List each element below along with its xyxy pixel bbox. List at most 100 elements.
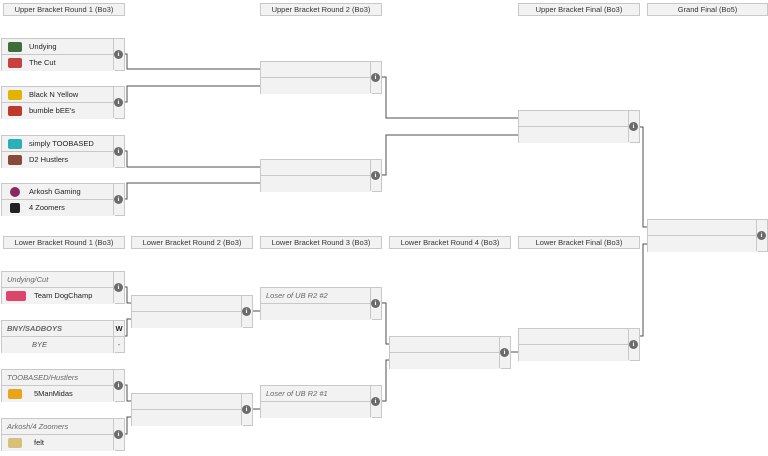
info-icon[interactable]: i [371, 73, 380, 82]
team-slot[interactable]: 4 Zoomers [2, 200, 115, 216]
match-ub-final[interactable]: i [518, 110, 640, 143]
info-icon[interactable]: i [114, 98, 123, 107]
team-slot[interactable] [519, 111, 630, 127]
team-slot[interactable]: Team DogChamp [2, 288, 115, 304]
team-slot[interactable] [390, 337, 501, 353]
team-slot[interactable]: Arkosh Gaming [2, 184, 115, 200]
match-ub-r2-1[interactable]: i [260, 61, 382, 94]
five-man-midas-logo-icon [8, 389, 22, 399]
match-lb-r1-1[interactable]: Undying/Cut Team DogChamp i [1, 271, 125, 304]
info-icon[interactable]: i [114, 50, 123, 59]
info-icon[interactable]: i [114, 195, 123, 204]
team-name: D2 Hustlers [29, 155, 69, 164]
header-ub-r2: Upper Bracket Round 2 (Bo3) [260, 3, 382, 16]
match-side: i [113, 87, 124, 118]
team-slot[interactable]: Arkosh/4 Zoomers [2, 419, 115, 435]
team-name: 5ManMidas [34, 389, 73, 398]
match-lb-r1-4[interactable]: Arkosh/4 Zoomers felt i [1, 418, 125, 451]
match-lb-r1-2[interactable]: BNY/SADBOYS BYE W - [1, 320, 125, 353]
team-slot[interactable]: BYE [2, 337, 115, 353]
team-slot[interactable] [261, 62, 372, 78]
team-name: 4 Zoomers [29, 203, 65, 212]
info-icon[interactable]: i [114, 283, 123, 292]
info-icon[interactable]: i [114, 147, 123, 156]
match-side: i [370, 288, 381, 319]
team-slot[interactable]: The Cut [2, 55, 115, 71]
team-slot[interactable]: felt [2, 435, 115, 451]
match-lb-final[interactable]: i [518, 328, 640, 361]
team-name: felt [34, 438, 45, 447]
team-slot[interactable] [132, 296, 243, 312]
team-slot[interactable]: BNY/SADBOYS [2, 321, 115, 337]
team-slot[interactable] [261, 304, 372, 320]
team-slot[interactable]: Loser of UB R2 #2 [261, 288, 372, 304]
match-ub-r1-4[interactable]: Arkosh Gaming 4 Zoomers i [1, 183, 125, 216]
team-slot[interactable]: 5ManMidas [2, 386, 115, 402]
undying-logo-icon [8, 42, 22, 52]
team-slot[interactable] [648, 236, 758, 252]
team-name: Team DogChamp [34, 291, 93, 300]
team-slot[interactable] [132, 410, 243, 426]
team-slot[interactable]: TOOBASED/Hustlers [2, 370, 115, 386]
team-slot[interactable] [648, 220, 758, 236]
header-ub-final: Upper Bracket Final (Bo3) [518, 3, 640, 16]
match-lb-r2-2[interactable]: i [131, 393, 253, 426]
team-slot[interactable] [519, 127, 630, 143]
match-side: i [628, 111, 639, 142]
team-slot[interactable] [261, 160, 372, 176]
info-icon[interactable]: i [371, 171, 380, 180]
match-lb-r4[interactable]: i [389, 336, 511, 369]
info-icon[interactable]: i [757, 231, 766, 240]
team-slot[interactable] [390, 353, 501, 369]
match-side: i [370, 160, 381, 191]
header-lb-r1: Lower Bracket Round 1 (Bo3) [3, 236, 125, 249]
team-slot[interactable]: Undying [2, 39, 115, 55]
team-name: Arkosh Gaming [29, 187, 81, 196]
info-icon[interactable]: i [114, 430, 123, 439]
match-ub-r1-1[interactable]: Undying The Cut i [1, 38, 125, 71]
score-win: W [113, 321, 124, 337]
info-icon[interactable]: i [371, 397, 380, 406]
match-ub-r1-2[interactable]: Black N Yellow bumble bEE's i [1, 86, 125, 119]
team-slot[interactable]: bumble bEE's [2, 103, 115, 119]
team-slot[interactable] [261, 402, 372, 418]
match-side: i [241, 296, 252, 327]
match-lb-r1-3[interactable]: TOOBASED/Hustlers 5ManMidas i [1, 369, 125, 402]
match-ub-r2-2[interactable]: i [260, 159, 382, 192]
team-slot[interactable] [132, 312, 243, 328]
team-slot[interactable] [261, 176, 372, 192]
team-slot[interactable] [132, 394, 243, 410]
team-slot[interactable]: D2 Hustlers [2, 152, 115, 168]
header-lb-r2: Lower Bracket Round 2 (Bo3) [131, 236, 253, 249]
match-lb-r2-1[interactable]: i [131, 295, 253, 328]
info-icon[interactable]: i [114, 381, 123, 390]
match-ub-r1-3[interactable]: simply TOOBASED D2 Hustlers i [1, 135, 125, 168]
match-side: i [113, 184, 124, 215]
team-slot[interactable] [519, 345, 630, 361]
arkosh-gaming-logo-icon [10, 187, 20, 197]
info-icon[interactable]: i [629, 122, 638, 131]
match-grand-final[interactable]: i [647, 219, 768, 252]
black-n-yellow-logo-icon [8, 90, 22, 100]
placeholder-name: Undying/Cut [7, 275, 49, 284]
match-side: i [628, 329, 639, 360]
info-icon[interactable]: i [242, 405, 251, 414]
match-side: i [370, 386, 381, 417]
team-slot[interactable]: Undying/Cut [2, 272, 115, 288]
match-lb-r3-2[interactable]: Loser of UB R2 #1 i [260, 385, 382, 418]
header-grand-final: Grand Final (Bo5) [647, 3, 768, 16]
team-slot[interactable]: simply TOOBASED [2, 136, 115, 152]
placeholder-name: Arkosh/4 Zoomers [7, 422, 69, 431]
team-slot[interactable]: Loser of UB R2 #1 [261, 386, 372, 402]
match-lb-r3-1[interactable]: Loser of UB R2 #2 i [260, 287, 382, 320]
team-slot[interactable] [261, 78, 372, 94]
info-icon[interactable]: i [242, 307, 251, 316]
team-slot[interactable] [519, 329, 630, 345]
info-icon[interactable]: i [371, 299, 380, 308]
placeholder-name: Loser of UB R2 #2 [266, 291, 328, 300]
header-ub-r1: Upper Bracket Round 1 (Bo3) [3, 3, 125, 16]
team-slot[interactable]: Black N Yellow [2, 87, 115, 103]
info-icon[interactable]: i [500, 348, 509, 357]
info-icon[interactable]: i [629, 340, 638, 349]
